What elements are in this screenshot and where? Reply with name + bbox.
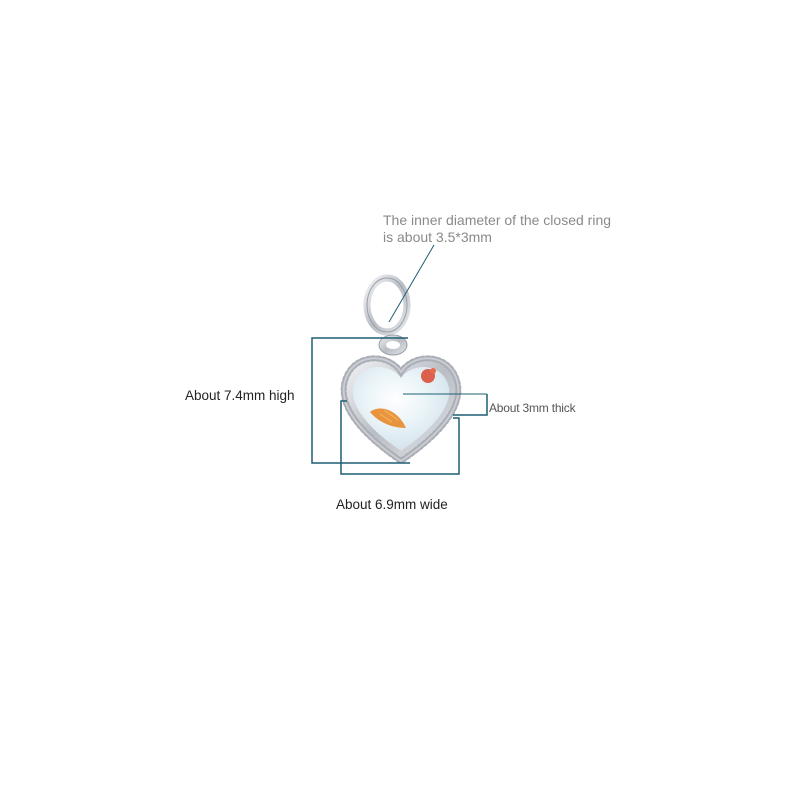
ring-pointer-line bbox=[388, 244, 435, 323]
bail-icon bbox=[378, 334, 408, 356]
height-label: About 7.4mm high bbox=[185, 388, 295, 403]
ring-diameter-note: The inner diameter of the closed ring is… bbox=[383, 212, 611, 246]
heart-pendant-icon bbox=[340, 355, 462, 465]
jump-ring-icon bbox=[363, 274, 411, 336]
width-label: About 6.9mm wide bbox=[336, 497, 448, 512]
ring-note-line-1: The inner diameter of the closed ring bbox=[383, 212, 612, 228]
thickness-bracket bbox=[453, 394, 488, 416]
width-bracket bbox=[340, 400, 460, 475]
height-bracket bbox=[311, 337, 410, 464]
ring-note-line-2: is about 3.5*3mm bbox=[383, 229, 492, 245]
thickness-label: About 3mm thick bbox=[489, 401, 576, 415]
